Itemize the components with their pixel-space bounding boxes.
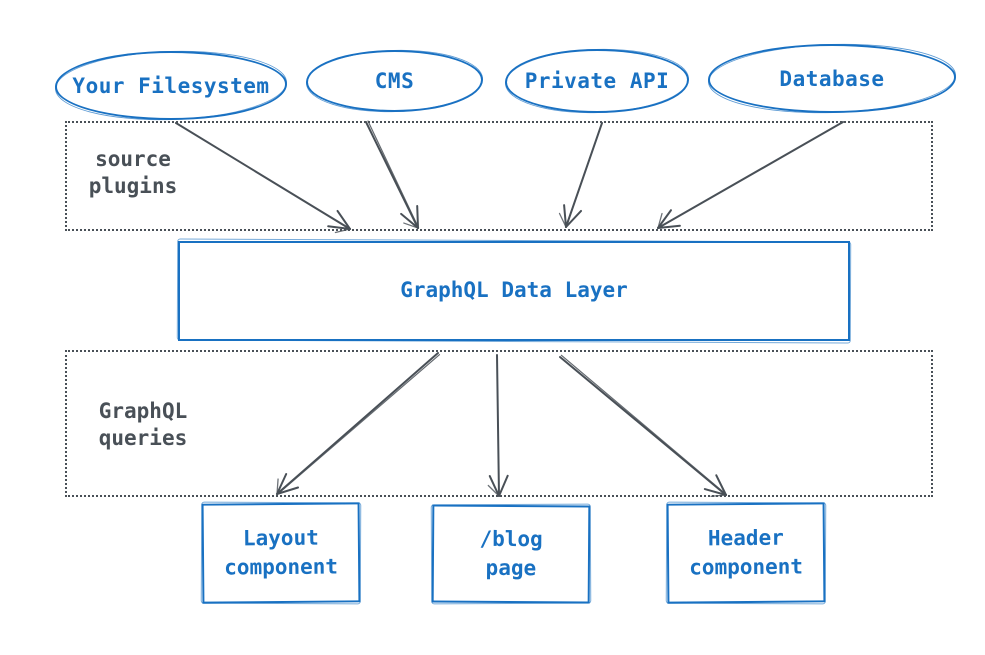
node-your-filesystem-label: Your Filesystem: [72, 73, 270, 98]
zone-graphql-queries-label-line1: GraphQL: [98, 399, 188, 423]
node-blog-page-label-line2: page: [485, 555, 537, 581]
node-graphql-data-layer-label: GraphQL Data Layer: [400, 278, 628, 303]
zone-source-plugins-label-line1: source: [95, 147, 171, 171]
zone-source-plugins-label: source plugins: [73, 146, 193, 201]
node-graphql-data-layer: GraphQL Data Layer: [178, 241, 850, 341]
zone-source-plugins: [65, 121, 933, 231]
node-blog-page-label-line1: /blog: [479, 526, 543, 551]
zone-graphql-queries-label: GraphQL queries: [83, 398, 203, 453]
node-database: Database: [708, 44, 956, 113]
node-cms-label: CMS: [374, 69, 415, 93]
node-header-component-label-line2: component: [689, 554, 804, 580]
node-layout-component: Layout component: [201, 502, 361, 604]
node-header-component: Header component: [666, 502, 826, 604]
node-your-filesystem: Your Filesystem: [55, 51, 287, 120]
node-layout-component-label-line1: Layout: [242, 525, 319, 550]
node-blog-page: /blog page: [431, 504, 591, 604]
zone-source-plugins-label-line2: plugins: [88, 174, 178, 199]
node-private-api: Private API: [505, 49, 689, 113]
node-cms: CMS: [306, 50, 483, 112]
node-private-api-label: Private API: [524, 69, 670, 93]
node-layout-component-label-line2: component: [224, 554, 339, 580]
node-database-label: Database: [779, 66, 885, 91]
node-header-component-label-line1: Header: [707, 525, 784, 550]
zone-graphql-queries-label-line2: queries: [98, 426, 188, 451]
